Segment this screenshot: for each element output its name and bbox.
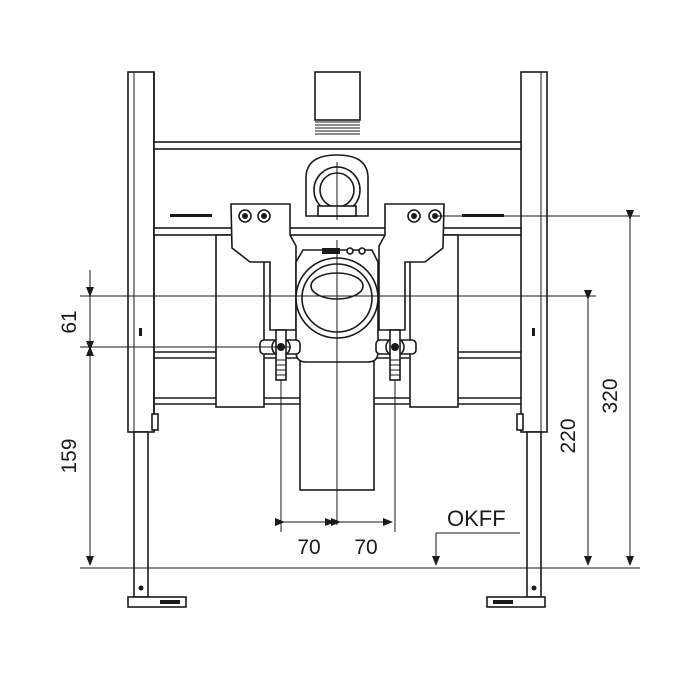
reference-lines: [80, 215, 640, 569]
okff-marker: OKFF: [432, 506, 520, 566]
right-upright: [520, 71, 548, 433]
inlet-fitting: [305, 154, 369, 220]
dimension-70-right: 70: [331, 518, 393, 559]
dimension-70-left: 70: [275, 518, 335, 559]
side-plates: [215, 234, 459, 408]
dim-label-61: 61: [58, 310, 81, 333]
dimension-61: 61: [58, 270, 94, 372]
left-leg: [133, 431, 149, 598]
okff-label: OKFF: [447, 506, 506, 531]
left-bolt: [259, 329, 301, 381]
dimension-220: 220: [557, 290, 592, 566]
right-foot: [486, 596, 546, 608]
dim-label-70-right: 70: [354, 536, 377, 559]
dim-label-159: 159: [58, 438, 81, 473]
right-bolt: [375, 329, 417, 381]
frame: [127, 71, 548, 608]
dim-label-70-left: 70: [297, 536, 320, 559]
mid-rail: [153, 227, 522, 236]
dim-label-320: 320: [599, 378, 622, 413]
drain-pipe: [295, 240, 379, 525]
vent-pipe: [314, 71, 361, 135]
right-leg: [526, 431, 542, 598]
left-foot: [127, 596, 187, 608]
left-upright: [127, 71, 155, 433]
top-rail: [153, 141, 522, 150]
dimension-159: 159: [58, 341, 94, 566]
dimension-320: 320: [599, 210, 634, 566]
dim-label-220: 220: [557, 418, 580, 453]
